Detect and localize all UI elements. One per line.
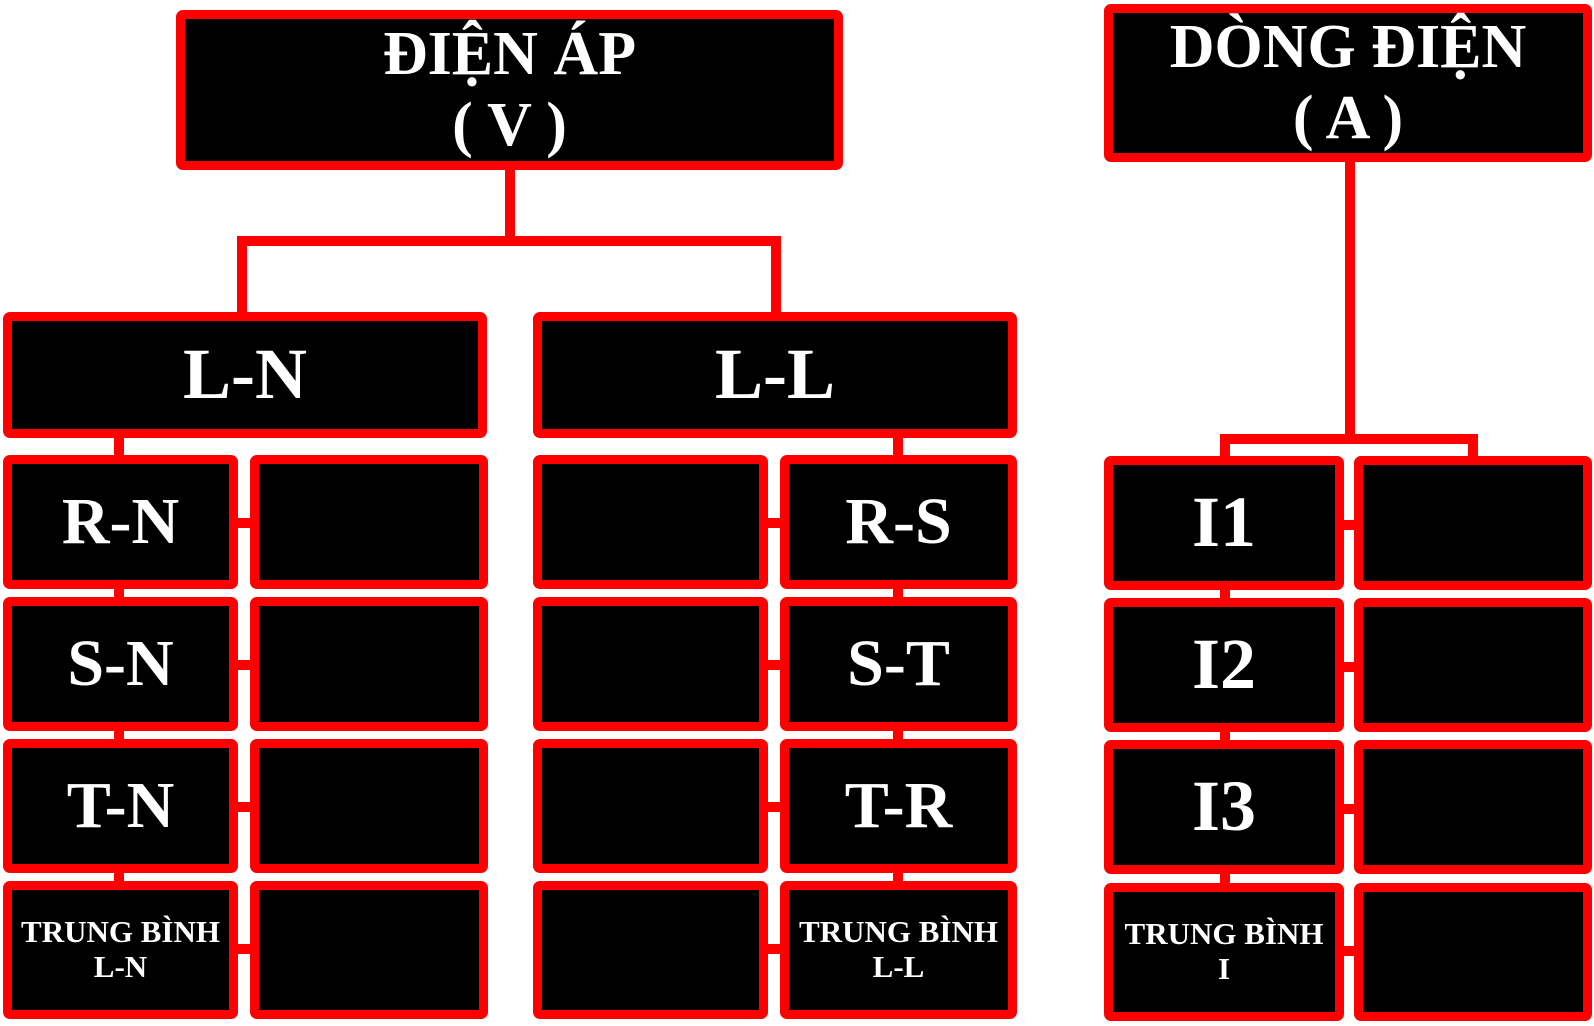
connector: [230, 802, 256, 812]
tn-value-box: [250, 739, 488, 873]
tr-box: T-R: [780, 739, 1017, 873]
tn-label: T-N: [66, 769, 175, 843]
current-unit: ( A ): [1292, 84, 1404, 152]
avg-ln-box: TRUNG BÌNH L-N: [3, 881, 238, 1019]
st-label: S-T: [847, 627, 950, 701]
connector: [1338, 520, 1364, 530]
rs-box: R-S: [780, 455, 1017, 589]
connector: [1338, 662, 1364, 672]
connector: [1220, 578, 1230, 894]
rs-value-box: [533, 455, 768, 589]
rn-label: R-N: [61, 485, 180, 559]
avg-ln-line1: TRUNG BÌNH: [21, 914, 220, 950]
connector: [230, 518, 256, 528]
tr-value-box: [533, 739, 768, 873]
avg-ln-line2: L-N: [93, 949, 148, 984]
connector: [1345, 156, 1355, 442]
avg-ll-line2: L-L: [872, 949, 925, 984]
i2-label: I2: [1191, 624, 1257, 705]
voltage-unit: ( V ): [452, 91, 567, 159]
connector: [771, 236, 781, 316]
i2-value-box: [1354, 598, 1592, 732]
avg-ll-line1: TRUNG BÌNH: [799, 914, 998, 950]
connector: [1468, 434, 1478, 464]
connector: [758, 518, 784, 528]
rn-value-box: [250, 455, 488, 589]
avg-ll-value-box: [533, 881, 768, 1019]
i1-value-box: [1354, 456, 1592, 590]
ln-label: L-N: [183, 334, 307, 415]
i3-box: I3: [1104, 740, 1344, 874]
sn-value-box: [250, 597, 488, 731]
tn-box: T-N: [3, 739, 238, 873]
connector: [230, 660, 256, 670]
connector: [237, 236, 247, 316]
avg-i-line1: TRUNG BÌNH: [1124, 916, 1324, 952]
ll-label: L-L: [714, 334, 836, 415]
connector: [758, 944, 784, 954]
ln-group-box: L-N: [3, 312, 487, 438]
i3-value-box: [1354, 740, 1592, 874]
connector: [505, 166, 515, 242]
avg-ln-value-box: [250, 881, 488, 1019]
connector: [237, 236, 780, 246]
i1-label: I1: [1191, 482, 1257, 563]
voltage-header: ĐIỆN ÁP ( V ): [176, 10, 843, 170]
rn-box: R-N: [3, 455, 238, 589]
avg-i-value-box: [1354, 883, 1592, 1021]
connector: [1338, 804, 1364, 814]
avg-i-box: TRUNG BÌNH I: [1104, 883, 1344, 1021]
st-value-box: [533, 597, 768, 731]
connector: [758, 802, 784, 812]
connector: [758, 660, 784, 670]
tr-label: T-R: [844, 769, 953, 843]
current-header: DÒNG ĐIỆN ( A ): [1104, 4, 1592, 162]
connector: [1220, 434, 1478, 444]
voltage-title: ĐIỆN ÁP: [382, 19, 637, 88]
connector: [1220, 434, 1230, 464]
sn-label: S-N: [67, 627, 174, 701]
ll-group-box: L-L: [533, 312, 1017, 438]
st-box: S-T: [780, 597, 1017, 731]
i1-box: I1: [1104, 456, 1344, 590]
sn-box: S-N: [3, 597, 238, 731]
connector: [1338, 946, 1364, 956]
current-title: DÒNG ĐIỆN: [1169, 12, 1527, 81]
i3-label: I3: [1191, 766, 1257, 847]
i2-box: I2: [1104, 598, 1344, 732]
connector: [230, 944, 256, 954]
rs-label: R-S: [845, 485, 952, 559]
avg-i-line2: I: [1217, 951, 1231, 986]
avg-ll-box: TRUNG BÌNH L-L: [780, 881, 1017, 1019]
